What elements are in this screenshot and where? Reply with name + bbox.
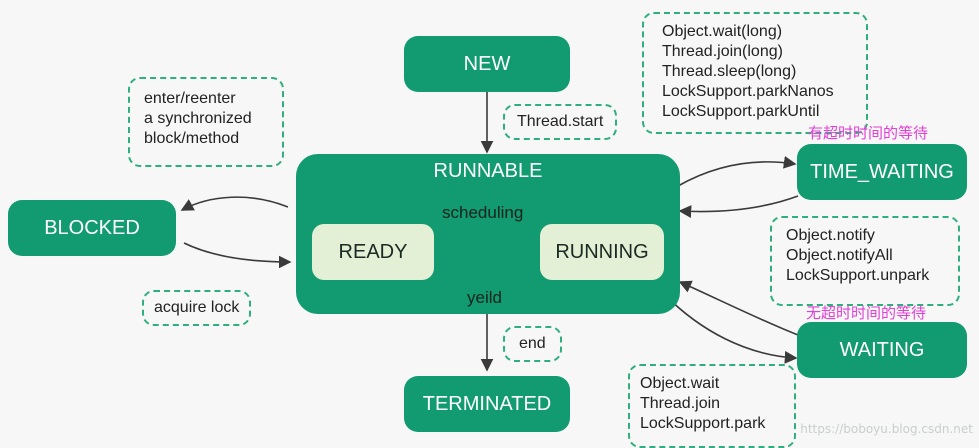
note-timed-methods: Object.wait(long) Thread.join(long) Thre… bbox=[642, 12, 868, 134]
note-notify-line-1: Object.notify bbox=[786, 227, 875, 244]
note-untimed-line-3: LockSupport.park bbox=[640, 415, 766, 432]
label-yeild: yeild bbox=[467, 288, 502, 307]
note-timed-line-1: Object.wait(long) bbox=[662, 23, 783, 40]
state-runnable-label: RUNNABLE bbox=[433, 160, 543, 182]
note-enter-line-1: enter/reenter bbox=[144, 90, 236, 107]
state-new-label: NEW bbox=[463, 52, 511, 75]
arrow-blocked-to-runnable bbox=[183, 242, 292, 269]
note-untimed-methods: Object.wait Thread.join LockSupport.park bbox=[628, 364, 796, 448]
annotation-timed-wait: 有超时时间的等待 bbox=[808, 124, 929, 142]
note-thread-start: Thread.start bbox=[503, 104, 618, 140]
note-notify-methods: Object.notify Object.notifyAll LockSuppo… bbox=[770, 216, 960, 306]
note-timed-line-2: Thread.join(long) bbox=[662, 43, 783, 60]
note-timed-line-4: LockSupport.parkNanos bbox=[662, 83, 834, 100]
note-notify-line-3: LockSupport.unpark bbox=[786, 267, 930, 284]
state-running: RUNNING bbox=[540, 224, 664, 280]
note-thread-start-text: Thread.start bbox=[517, 113, 604, 130]
note-acquire-lock: acquire lock bbox=[142, 290, 252, 326]
note-enter-line-2: a synchronized bbox=[144, 110, 252, 127]
note-end-text: end bbox=[519, 335, 546, 352]
state-blocked-label: BLOCKED bbox=[44, 216, 140, 239]
state-terminated: TERMINATED bbox=[404, 376, 570, 432]
note-notify-line-2: Object.notifyAll bbox=[786, 247, 893, 264]
note-timed-line-5: LockSupport.parkUntil bbox=[662, 103, 820, 120]
arrow-runnable-to-time-waiting bbox=[677, 156, 797, 187]
state-blocked: BLOCKED bbox=[8, 200, 176, 256]
note-end: end bbox=[503, 326, 562, 362]
arrow-time-waiting-to-runnable bbox=[678, 195, 799, 218]
note-untimed-line-1: Object.wait bbox=[640, 375, 720, 392]
note-enter-reenter: enter/reenter a synchronized block/metho… bbox=[128, 77, 284, 167]
note-untimed-line-2: Thread.join bbox=[640, 395, 721, 412]
state-running-label: RUNNING bbox=[555, 240, 649, 263]
state-time-waiting-label: TIME_WAITING bbox=[810, 160, 954, 183]
state-terminated-label: TERMINATED bbox=[422, 392, 552, 415]
annotation-untimed-wait: 无超时时间的等待 bbox=[806, 304, 927, 322]
state-new: NEW bbox=[404, 36, 570, 92]
state-time-waiting: TIME_WAITING bbox=[797, 144, 967, 200]
state-ready: READY bbox=[312, 224, 434, 280]
note-acquire-lock-text: acquire lock bbox=[154, 299, 240, 316]
note-enter-line-3: block/method bbox=[144, 130, 240, 147]
arrow-runnable-to-waiting bbox=[664, 294, 798, 364]
state-waiting-label: WAITING bbox=[839, 338, 925, 361]
state-ready-label: READY bbox=[338, 240, 408, 263]
label-scheduling: scheduling bbox=[442, 203, 524, 222]
arrow-runnable-to-blocked bbox=[180, 196, 289, 211]
arrow-waiting-to-runnable bbox=[678, 280, 799, 336]
watermark-text: https://boboyu.blog.csdn.net bbox=[800, 422, 973, 436]
state-waiting: WAITING bbox=[797, 322, 967, 378]
note-timed-line-3: Thread.sleep(long) bbox=[662, 63, 797, 80]
